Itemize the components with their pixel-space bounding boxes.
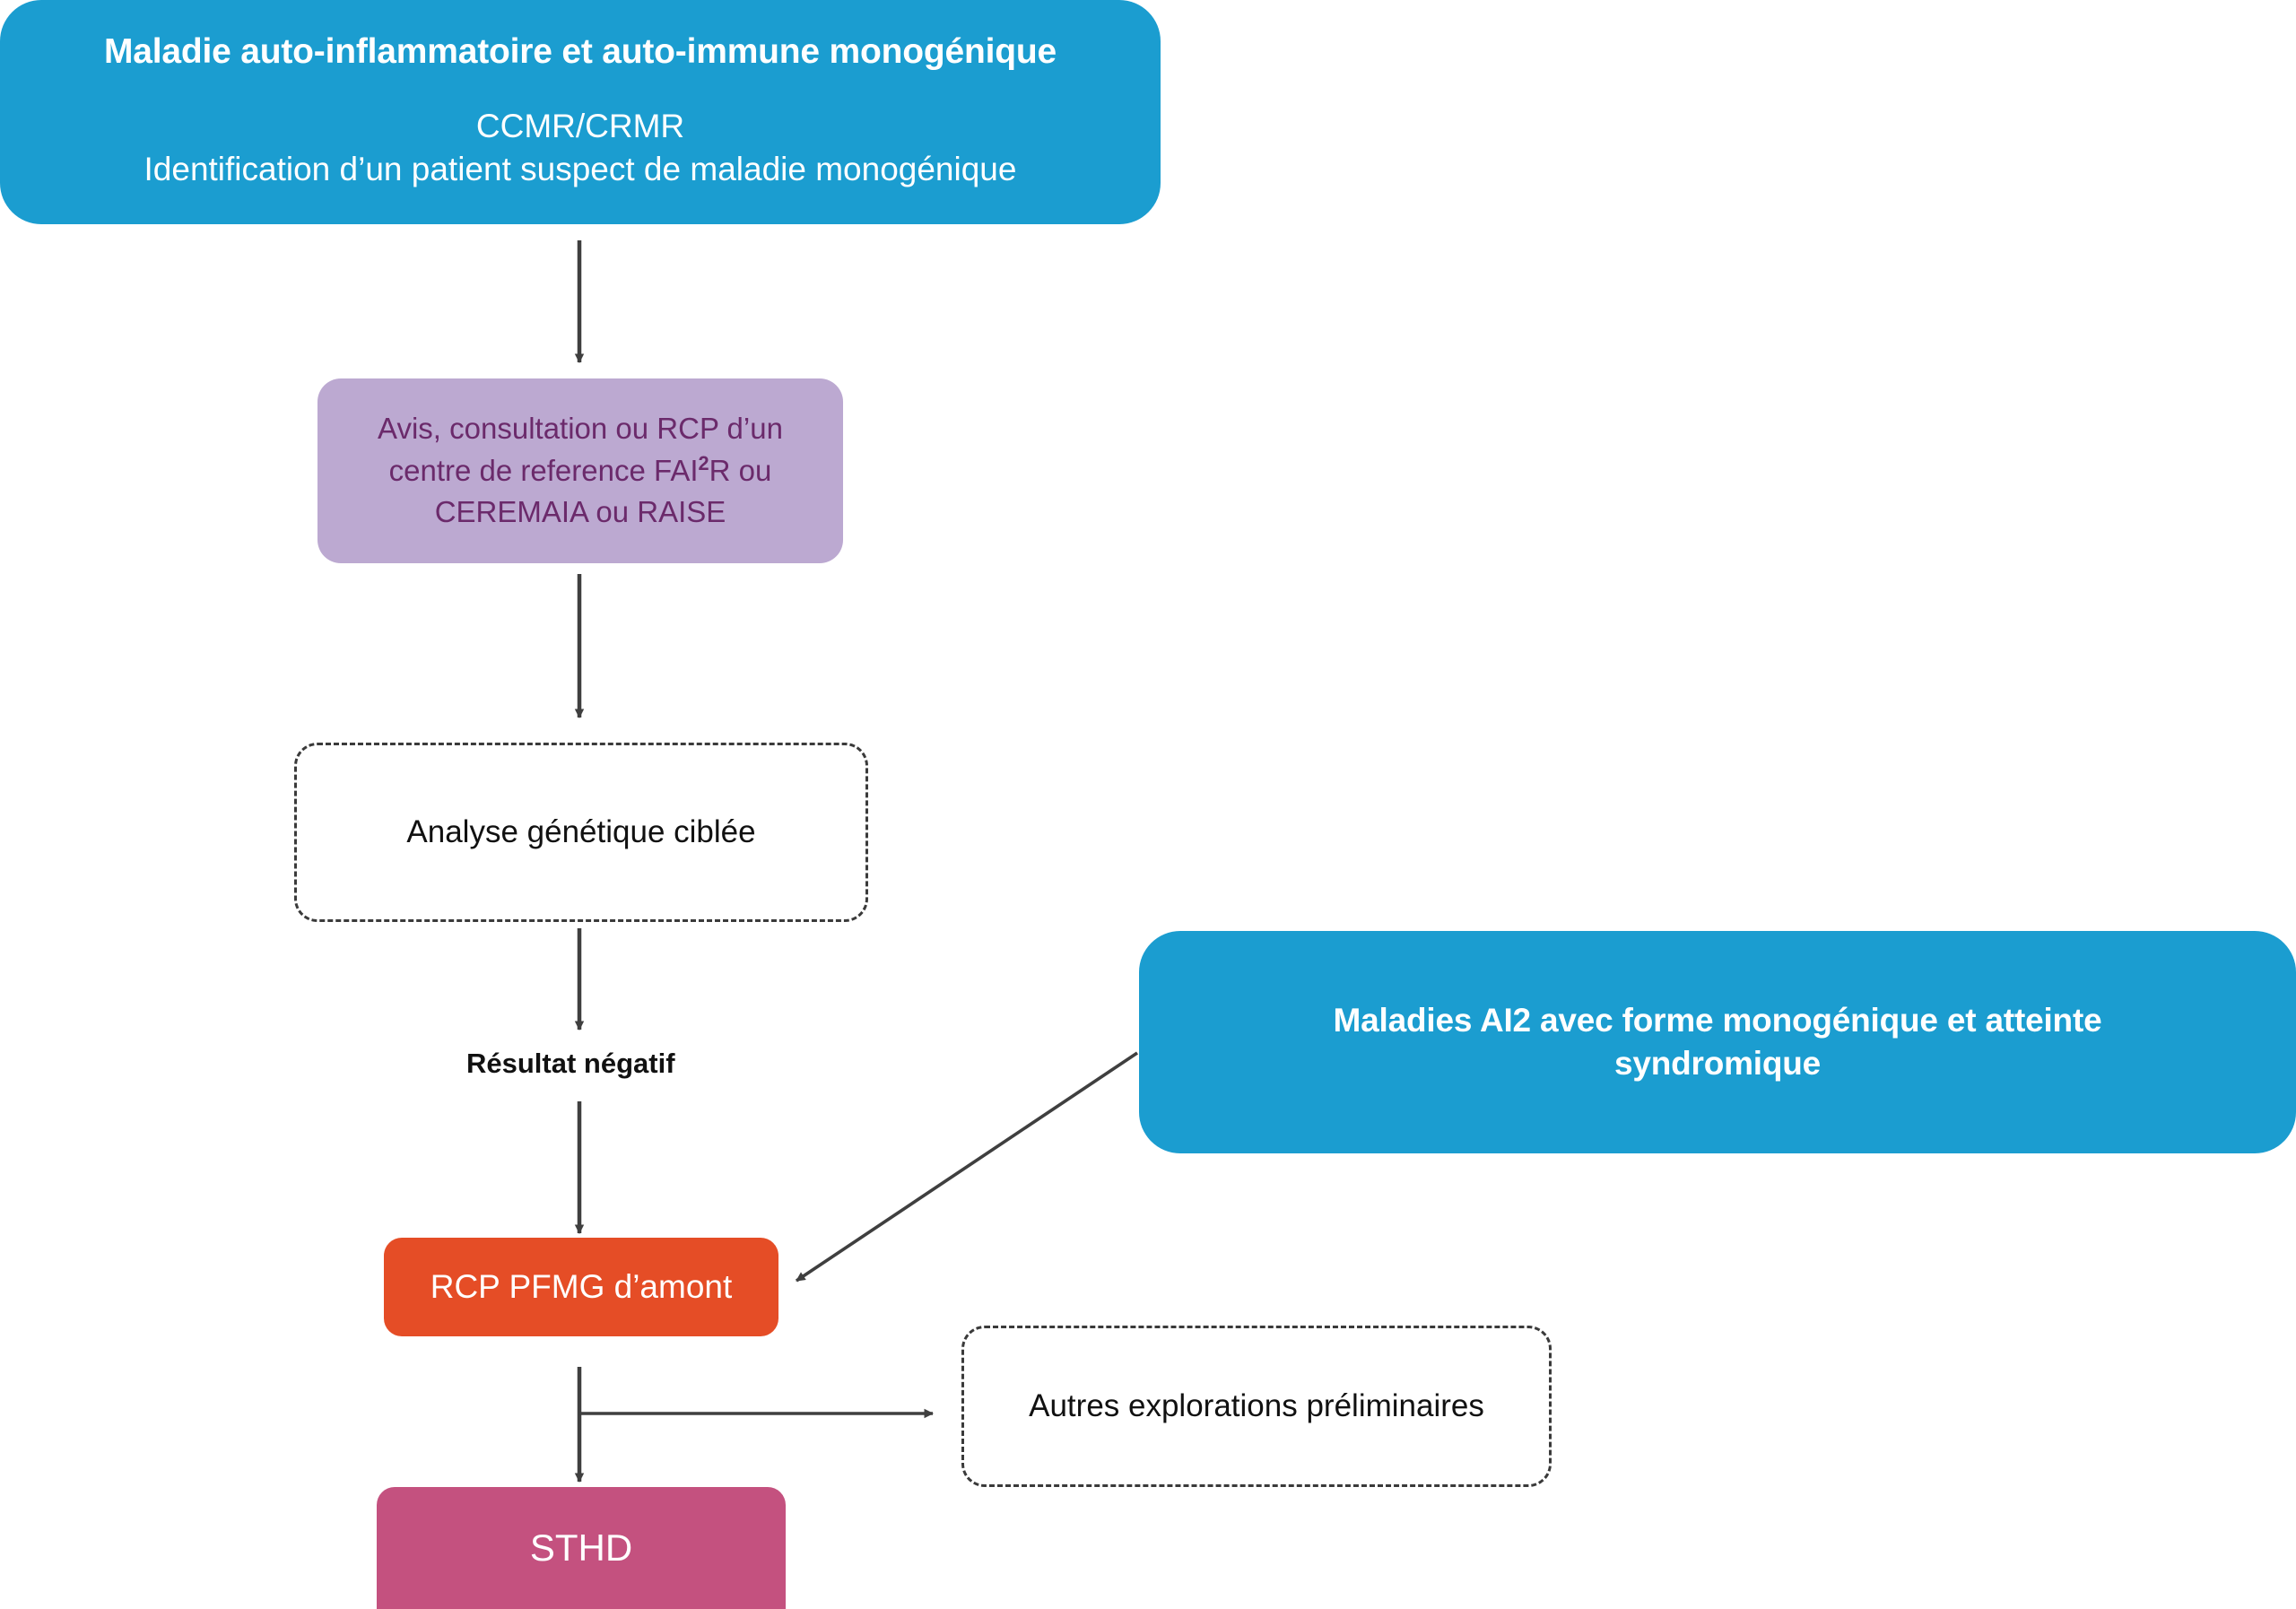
node-other-explorations[interactable]: Autres explorations préliminaires <box>961 1326 1552 1487</box>
ai2-line-1: Maladies AI2 avec forme monogénique et a… <box>1333 1001 2102 1039</box>
rcp-pfmg-label: RCP PFMG d’amont <box>430 1268 733 1305</box>
header-title: Maladie auto-inflammatoire et auto-immun… <box>104 31 1057 71</box>
node-rcp-pfmg[interactable]: RCP PFMG d’amont <box>384 1238 778 1336</box>
edge-ai2-to-rcp <box>795 1051 1139 1283</box>
targeted-analysis-label: Analyse génétique ciblée <box>406 814 756 849</box>
purple-line-2-post: R ou <box>709 453 772 487</box>
header-subtitle-ccmr: CCMR/CRMR <box>475 108 685 145</box>
ai2-line-2: syndromique <box>1613 1045 1822 1082</box>
purple-line-1: Avis, consultation ou RCP d’un <box>378 411 783 445</box>
purple-line-3: CEREMAIA ou RAISE <box>434 495 726 529</box>
edge-label-resultat-negatif: Résultat négatif <box>466 1048 675 1079</box>
other-explorations-label: Autres explorations préliminaires <box>1029 1388 1484 1423</box>
node-sthd[interactable]: STHD <box>377 1487 786 1609</box>
purple-line-2: centre de reference FAI2R ou <box>389 450 772 492</box>
node-targeted-analysis[interactable]: Analyse génétique ciblée <box>294 743 868 922</box>
header-subtitle-identification: Identification d’un patient suspect de m… <box>144 151 1017 188</box>
fai2r-superscript: 2 <box>698 451 709 474</box>
node-ai2-blue[interactable]: Maladies AI2 avec forme monogénique et a… <box>1139 931 2296 1153</box>
purple-line-2-pre: centre de reference FAI <box>388 453 699 487</box>
node-header-blue[interactable]: Maladie auto-inflammatoire et auto-immun… <box>0 0 1161 224</box>
node-purple-advice[interactable]: Avis, consultation ou RCP d’un centre de… <box>317 378 843 563</box>
sthd-label: STHD <box>529 1526 633 1569</box>
